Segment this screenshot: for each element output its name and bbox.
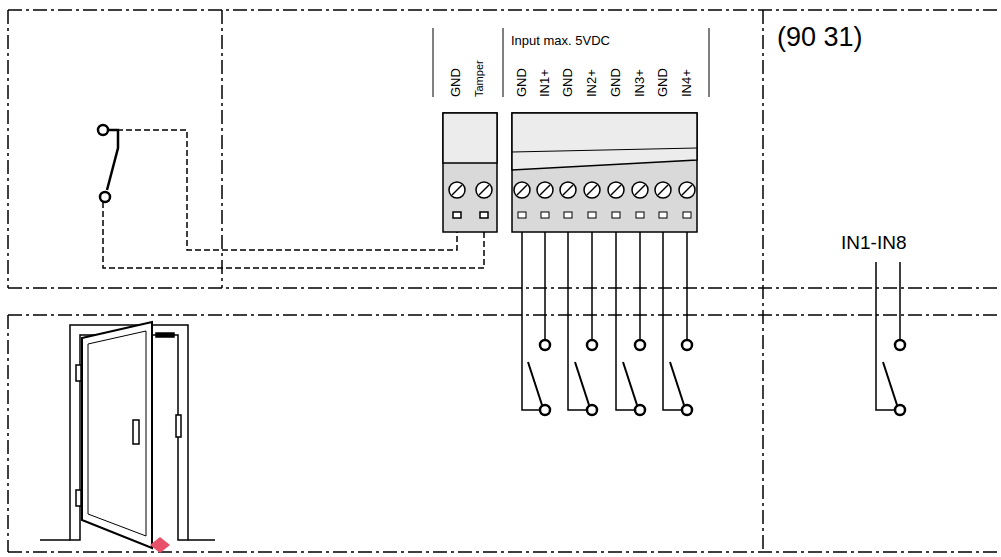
part-number: (90 31)	[777, 22, 863, 53]
screw	[632, 182, 648, 198]
pin-name: GND	[609, 68, 623, 97]
pin-name: GND	[515, 68, 529, 97]
screw	[560, 182, 576, 198]
input-terminal-block	[512, 113, 697, 232]
screw-slot	[611, 185, 621, 195]
screw-slot	[540, 185, 550, 195]
pin-name: IN2+	[585, 69, 599, 97]
terminal-opening	[659, 212, 667, 218]
pin-name: IN3+	[633, 69, 647, 97]
screw-slot	[517, 185, 527, 195]
screw	[537, 182, 553, 198]
screw-slot	[682, 185, 692, 195]
terminal-opening	[564, 212, 572, 218]
input-switches	[522, 232, 905, 415]
terminal-opening	[541, 212, 549, 218]
contact-switch	[876, 262, 905, 415]
input-range-label: IN1-IN8	[841, 232, 906, 254]
screw	[514, 182, 530, 198]
door-illustration	[40, 322, 215, 548]
terminal-opening	[636, 212, 644, 218]
terminal-opening	[518, 212, 526, 218]
tamper-connector	[443, 113, 497, 232]
contact-switch	[663, 232, 692, 415]
screw	[584, 182, 600, 198]
terminal-opening	[683, 212, 691, 218]
region-lines	[8, 10, 1001, 552]
pin-name: IN1+	[538, 69, 552, 97]
screw	[655, 182, 671, 198]
terminal-opening	[612, 212, 620, 218]
tamper-wires	[103, 130, 484, 268]
screw-slot	[658, 185, 668, 195]
pin-name: Tamper	[473, 60, 485, 97]
separator-lines	[433, 28, 709, 97]
screw-slot	[587, 185, 597, 195]
input-rating: Input max. 5VDC	[511, 33, 610, 48]
pin-name: GND	[449, 68, 463, 97]
contact-switch	[616, 232, 645, 415]
screw-slot	[563, 185, 573, 195]
contact-switch	[522, 232, 550, 415]
pin-name: IN4+	[680, 69, 694, 97]
terminal-screws	[514, 182, 695, 218]
pin-name: GND	[561, 68, 575, 97]
tamper-switch	[98, 125, 118, 202]
screw	[679, 182, 695, 198]
door-sensor-marker	[150, 537, 170, 553]
terminal-opening	[588, 212, 596, 218]
screw	[608, 182, 624, 198]
contact-switch	[568, 232, 597, 415]
pin-name: GND	[656, 68, 670, 97]
screw-slot	[635, 185, 645, 195]
